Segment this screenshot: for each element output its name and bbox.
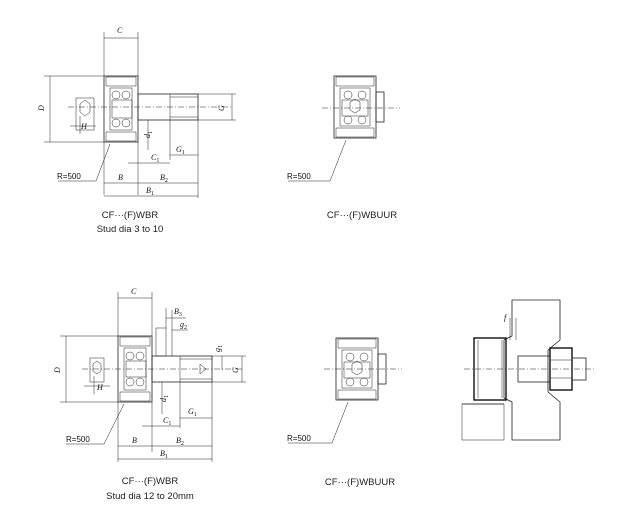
fig1-label-B2-subscript: 2: [165, 178, 168, 184]
fig3-label-C: C: [131, 287, 137, 296]
fig4-drawing: [288, 337, 402, 444]
fig3-caption-title: CF···(F)WBR: [121, 476, 179, 487]
fig3-label-G: G: [231, 367, 240, 373]
fig3-label-B: B: [132, 436, 137, 445]
fig3-label-H: H: [96, 383, 104, 392]
fig4-label-R500: R=500: [287, 434, 311, 443]
fig3-label-C1: C1: [163, 416, 171, 427]
fig3-label-g2: g2: [180, 320, 187, 331]
fig3-label-R500: R=500: [66, 435, 90, 444]
fig3-label-d1-subscript: 1: [164, 395, 170, 398]
fig1-label-D: D: [37, 105, 46, 112]
fig3-label-d1: d1: [159, 395, 170, 402]
fig2-drawing: [288, 75, 400, 182]
fig3-label-B2-subscript: 2: [181, 441, 184, 447]
fig1-label-B1: B1: [146, 186, 154, 197]
fig1-label-C1-subscript: 1: [156, 158, 159, 164]
fig1-caption-subtitle: Stud dia 3 to 10: [96, 224, 164, 235]
fig1-label-d1-subscript: 1: [148, 131, 154, 134]
fig3-label-C1-subscript: 1: [168, 421, 171, 427]
fig1-label-d1: d1: [143, 131, 154, 138]
fig3-drawing: [60, 292, 246, 462]
fig3-label-g1: g1: [213, 345, 224, 352]
fig1-label-C1: C1: [151, 153, 159, 164]
fig5-label-f: f: [504, 313, 508, 322]
fig4-caption-title: CF···(F)WBUUR: [324, 477, 396, 488]
fig1-label-B1-subscript: 1: [151, 191, 154, 197]
fig3-label-B3-subscript: 3: [179, 312, 182, 318]
fig1-label-G1: G1: [176, 145, 185, 156]
fig1-drawing: [44, 32, 236, 198]
fig2-label-R500: R=500: [287, 172, 311, 181]
fig1-caption-title: CF···(F)WBR: [101, 210, 159, 221]
fig1-label-H: H: [80, 122, 88, 131]
fig1-label-C: C: [117, 26, 123, 35]
fig3-label-B1: B1: [160, 449, 168, 460]
fig3-label-g2-subscript: 2: [184, 325, 187, 331]
fig3-caption-subtitle: Stud dia 12 to 20mm: [106, 491, 194, 502]
fig3-label-B2: B2: [176, 436, 184, 447]
fig5-mounting-drawing: [461, 299, 596, 441]
fig3-label-B1-subscript: 1: [165, 454, 168, 460]
fig3-label-g1-subscript: 1: [218, 345, 224, 348]
fig1-label-G1-subscript: 1: [182, 150, 185, 156]
fig1-label-R500: R=500: [57, 172, 81, 181]
fig1-label-B2: B2: [160, 173, 168, 184]
fig2-caption-title: CF···(F)WBUUR: [326, 210, 398, 221]
fig1-label-G: G: [217, 105, 226, 111]
fig3-label-G1: G1: [188, 407, 197, 418]
fig3-label-B3: B3: [174, 307, 182, 318]
fig3-label-D: D: [53, 367, 62, 374]
fig1-label-B: B: [118, 173, 123, 182]
fig3-label-G1-subscript: 1: [194, 412, 197, 418]
